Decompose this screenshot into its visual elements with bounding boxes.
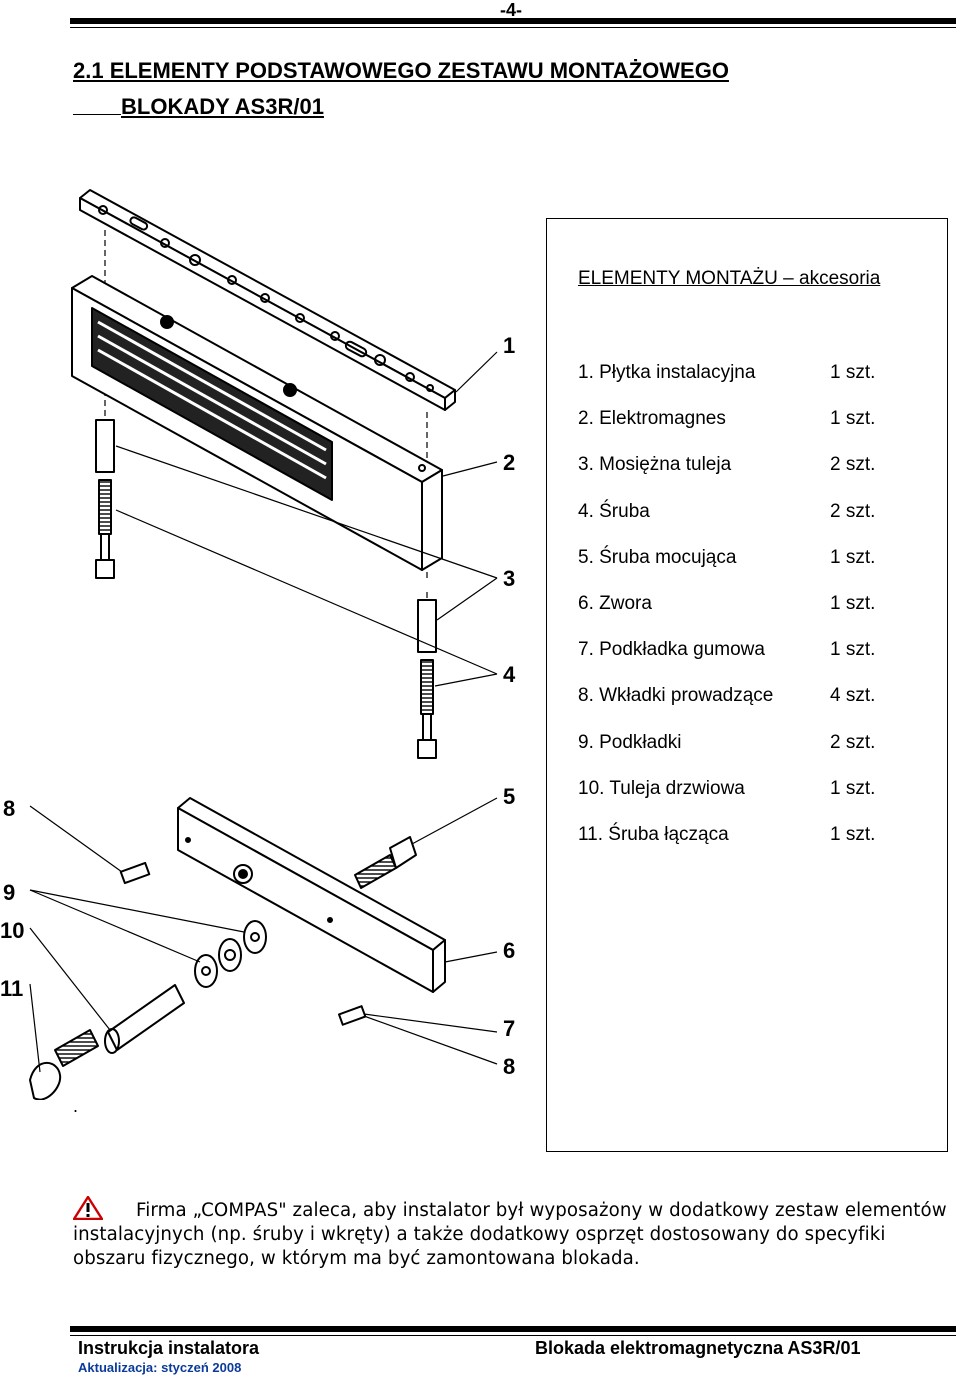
part-qty: 2 szt. [830,454,876,476]
part-name: 4. Śruba [578,500,650,522]
part-name: 10. Tuleja drzwiowa [578,777,745,799]
installer-note: Firma „COMPAS" zaleca, aby instalator by… [73,1196,953,1271]
list-item: 7. Podkładka gumowa 1 szt. [578,635,918,681]
callout-1: 1 [503,333,515,358]
armature-drawing [177,797,446,993]
part-qty: 1 szt. [830,823,876,845]
note-text: Firma „COMPAS" zaleca, aby instalator by… [73,1200,947,1269]
parts-box-title: ELEMENTY MONTAŻU – akcesoria [578,268,881,289]
part-qty: 1 szt. [830,546,876,568]
callout-7: 7 [503,1016,515,1041]
callout-11: 11 [0,976,23,1001]
part-name: 5. Śruba mocująca [578,546,737,568]
mounting-plate-drawing [79,189,456,411]
part-qty: 2 szt. [830,731,876,753]
part-qty: 1 szt. [830,639,876,661]
footer-updated: Aktualizacja: styczeń 2008 [78,1360,242,1375]
header-rule [70,18,956,24]
part-name: 9. Podkładki [578,731,682,753]
list-item: 5. Śruba mocująca 1 szt. [578,543,918,589]
footer-doc-type: Instrukcja instalatora [78,1338,260,1358]
part-name: 8. Wkładki prowadzące [578,685,774,707]
callout-2: 2 [503,450,515,475]
part-name: 3. Mosiężna tuleja [578,454,732,476]
stray-mark: . [73,1096,79,1116]
part-qty: 1 szt. [830,777,876,799]
part-name: 6. Zwora [578,592,652,614]
part-qty: 4 szt. [830,685,876,707]
list-item: 6. Zwora 1 szt. [578,589,918,635]
callout-8-right: 8 [503,1054,515,1079]
warning-icon [73,1196,103,1220]
callout-4: 4 [503,662,516,687]
callout-3: 3 [503,566,515,591]
heading-line-1: 2.1 ELEMENTY PODSTAWOWEGO ZESTAWU MONTAŻ… [73,58,729,83]
part-name: 7. Podkładka gumowa [578,639,765,661]
callout-9: 9 [3,880,15,905]
part-name: 11. Śruba łącząca [578,823,729,845]
list-item: 9. Podkładki 2 szt. [578,728,918,774]
callout-5: 5 [503,784,515,809]
part-qty: 1 szt. [830,362,876,383]
list-item: 4. Śruba 2 szt. [578,497,918,543]
sleeve-and-screw-right [417,599,437,759]
list-item: 10. Tuleja drzwiowa 1 szt. [578,774,918,820]
page-number: -4- [500,0,522,20]
heading-line-2-text: BLOKADY AS3R/01 [121,94,324,119]
parts-box [546,218,948,1152]
heading-line-2: BLOKADY AS3R/01 [73,92,729,122]
connecting-screw-drawing [29,1029,99,1100]
heading-underline-lead [73,92,121,115]
footer-rule [70,1326,956,1332]
fixing-screw-drawing [354,836,417,889]
section-heading: 2.1 ELEMENTY PODSTAWOWEGO ZESTAWU MONTAŻ… [73,56,729,122]
callout-6: 6 [503,938,515,963]
part-name: 1. Płytka instalacyjna [578,362,756,383]
list-item: 8. Wkładki prowadzące 4 szt. [578,681,918,727]
door-sleeve-drawing [104,984,185,1054]
part-qty: 1 szt. [830,408,876,430]
callout-10: 10 [0,918,24,943]
part-qty: 2 szt. [830,500,876,522]
washers-drawing [194,920,267,988]
footer-rule-thin [70,1335,956,1336]
list-item: 2. Elektromagnes 1 szt. [578,404,918,450]
list-item: 1. Płytka instalacyjna 1 szt. [578,358,918,404]
exploded-diagram: 1 2 3 4 5 6 7 8 8 9 10 11 [0,189,516,1100]
electromagnet-drawing [71,275,443,571]
list-item: 11. Śruba łącząca 1 szt. [578,820,918,866]
parts-list: 1. Płytka instalacyjna 1 szt. 2. Elektrom… [578,358,918,866]
header-rule-thin [70,27,956,28]
part-qty: 1 szt. [830,592,876,614]
list-item: 3. Mosiężna tuleja 2 szt. [578,450,918,496]
part-name: 2. Elektromagnes [578,408,726,430]
footer-product: Blokada elektromagnetyczna AS3R/01 [535,1338,861,1358]
sleeve-and-screw-left [95,419,115,579]
callout-8-left: 8 [3,796,15,821]
